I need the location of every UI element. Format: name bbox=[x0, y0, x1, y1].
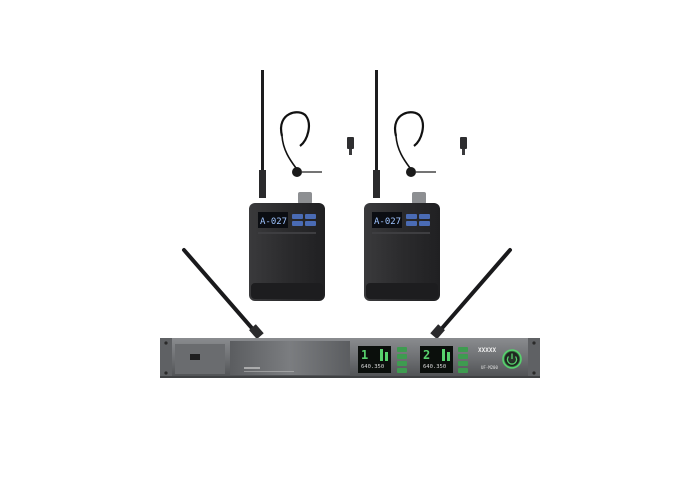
mic-capsule bbox=[406, 167, 416, 177]
bodypack-button bbox=[292, 221, 303, 226]
bodypack-antenna bbox=[261, 70, 264, 182]
headset-microphone-1 bbox=[279, 111, 354, 177]
channel-1-button bbox=[397, 361, 407, 366]
bodypack-button bbox=[305, 221, 316, 226]
mic-capsule bbox=[292, 167, 302, 177]
bodypack-button bbox=[406, 214, 417, 219]
power-icon bbox=[502, 349, 522, 369]
bodypack-button bbox=[305, 214, 316, 219]
receiver-front-panel bbox=[230, 341, 350, 375]
ir-window bbox=[190, 354, 200, 360]
bodypack-antenna bbox=[375, 70, 378, 182]
bodypack-lcd-readout: A-027 bbox=[374, 217, 401, 227]
bodypack-transmitter-2: A-027 bbox=[364, 70, 440, 301]
channel-2-button bbox=[458, 361, 468, 366]
bodypack-button bbox=[292, 214, 303, 219]
model-label: UF-M200 bbox=[481, 365, 498, 370]
receiver-antennas bbox=[182, 248, 512, 340]
channel-1-button bbox=[397, 368, 407, 373]
bodypack-lcd-readout: A-027 bbox=[260, 217, 287, 227]
receiver-antenna-left bbox=[182, 248, 259, 336]
bodypack-transmitter-1: A-027 bbox=[249, 70, 325, 301]
rack-ear-left bbox=[160, 338, 172, 378]
channel-2-button bbox=[458, 347, 468, 352]
channel-1-frequency: 640.350 bbox=[361, 364, 384, 370]
mic-connector bbox=[412, 192, 426, 204]
brand-logo: XXXXX bbox=[478, 347, 496, 354]
channel-1-button bbox=[397, 347, 407, 352]
rack-receiver: 1 640.350 2 640.350 XXXXX UF-M200 bbox=[160, 338, 540, 378]
channel-2-button bbox=[458, 354, 468, 359]
mic-connector bbox=[298, 192, 312, 204]
channel-1-button bbox=[397, 354, 407, 359]
rack-ear-right bbox=[528, 338, 540, 378]
bodypack-button bbox=[419, 214, 430, 219]
channel-2-button bbox=[458, 368, 468, 373]
channel-2-number: 2 bbox=[423, 348, 430, 362]
mini-xlr-plug bbox=[460, 137, 467, 149]
bodypack-button bbox=[406, 221, 417, 226]
headset-microphone-2 bbox=[393, 111, 467, 177]
bodypack-button bbox=[419, 221, 430, 226]
channel-2-frequency: 640.350 bbox=[423, 364, 446, 370]
receiver-antenna-right bbox=[435, 248, 512, 336]
mini-xlr-plug bbox=[347, 137, 354, 149]
channel-1-number: 1 bbox=[361, 348, 368, 362]
